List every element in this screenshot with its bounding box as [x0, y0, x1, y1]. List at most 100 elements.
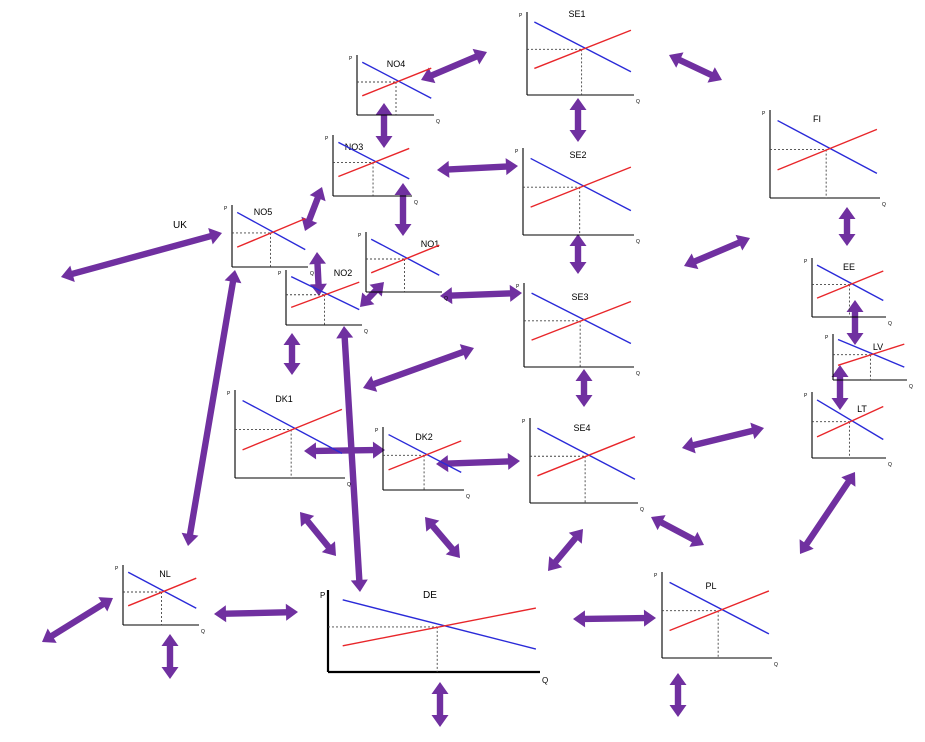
- market-label: PL: [705, 581, 716, 591]
- interconnector-arrow-se3-fi: [684, 234, 750, 270]
- price-axis-letter: P: [522, 419, 526, 425]
- quantity-axis-letter: Q: [888, 321, 892, 327]
- interconnector-arrow-nl-outside: [42, 597, 113, 643]
- quantity-axis-letter: Q: [882, 202, 886, 208]
- supply-curve: [531, 300, 632, 341]
- interconnector-arrow-dk1-de: [300, 512, 336, 556]
- price-axis-letter: P: [654, 573, 658, 579]
- market-label: LV: [873, 342, 883, 352]
- market-pl: PL P Q: [654, 572, 778, 668]
- demand-curve: [837, 338, 905, 368]
- quantity-axis-letter: Q: [364, 329, 368, 335]
- interconnector-arrow-nl-down: [161, 634, 179, 679]
- demand-curve: [669, 581, 770, 635]
- quantity-axis-letter: Q: [466, 494, 470, 500]
- quantity-axis-letter: Q: [888, 462, 892, 468]
- quantity-axis-letter: Q: [436, 119, 440, 125]
- market-se2: SE2 P Q: [515, 148, 640, 245]
- market-label: FI: [813, 114, 821, 124]
- price-axis-letter: P: [278, 271, 282, 277]
- supply-curve: [534, 29, 632, 70]
- quantity-axis-letter: Q: [640, 507, 644, 513]
- interconnector-arrow-no3-no1: [394, 183, 412, 236]
- interconnector-arrows: [42, 48, 864, 727]
- supply-curve: [388, 440, 462, 471]
- market-label: NO5: [254, 207, 273, 217]
- market-dk1: DK1 P Q: [227, 390, 351, 488]
- demand-curve: [370, 238, 440, 276]
- price-axis-letter: P: [320, 591, 325, 600]
- market-label: NO1: [421, 239, 440, 249]
- price-axis-letter: P: [516, 284, 520, 290]
- price-axis-letter: P: [227, 391, 231, 397]
- interconnector-arrow-no5-nl: [181, 270, 242, 546]
- quantity-axis-letter: Q: [636, 239, 640, 245]
- demand-curve: [777, 119, 878, 174]
- demand-curve: [534, 21, 632, 73]
- price-axis-letter: P: [762, 111, 766, 117]
- interconnector-arrow-fi-ee: [838, 207, 856, 246]
- supply-curve: [342, 607, 537, 647]
- interconnector-arrow-se4-lt: [682, 422, 764, 454]
- market-charts: SE1PQNO4PQSE2PQFIPQNO3PQUKNO5PQNO1PQNO2P…: [115, 9, 913, 685]
- price-axis-letter: P: [375, 428, 379, 434]
- interconnector-arrow-se3-se4: [575, 369, 593, 407]
- supply-curve: [816, 405, 884, 438]
- market-label: SE2: [569, 150, 586, 160]
- market-uk: UK: [173, 220, 187, 231]
- market-label: SE4: [573, 423, 590, 433]
- price-axis-letter: P: [115, 566, 119, 572]
- interconnector-arrow-dk1-dk2: [304, 441, 385, 460]
- market-label: NO3: [345, 142, 364, 152]
- market-label: EE: [843, 262, 855, 272]
- interconnector-arrow-lv-lt: [831, 365, 849, 410]
- supply-curve: [338, 147, 410, 178]
- market-label: SE1: [568, 9, 585, 19]
- quantity-axis-letter: Q: [636, 99, 640, 105]
- demand-curve: [290, 275, 360, 311]
- price-axis-letter: P: [519, 13, 523, 19]
- market-label: SE3: [571, 292, 588, 302]
- quantity-axis-letter: Q: [201, 629, 205, 635]
- market-label: UK: [173, 220, 187, 231]
- interconnector-arrow-no2-dk1: [283, 333, 301, 375]
- demand-curve: [342, 599, 537, 650]
- quantity-axis-letter: Q: [347, 482, 351, 488]
- interconnector-arrow-nl-de: [214, 603, 298, 623]
- market-fi: FI P Q: [762, 110, 886, 208]
- supply-curve: [530, 166, 632, 208]
- quantity-axis-letter: Q: [774, 662, 778, 668]
- interconnector-arrow-no4-se1: [421, 48, 487, 84]
- price-axis-letter: P: [224, 206, 228, 212]
- demand-curve: [816, 264, 884, 302]
- price-axis-letter: P: [515, 149, 519, 155]
- interconnector-arrow-se3-dk1: [363, 344, 474, 392]
- supply-curve: [816, 270, 884, 299]
- interconnector-arrow-de-pl: [573, 609, 656, 628]
- demand-curve: [816, 399, 884, 441]
- supply-curve: [290, 281, 360, 309]
- interconnector-arrow-no5-no2: [309, 252, 327, 296]
- demand-curve: [361, 61, 432, 99]
- interconnector-arrow-dk2-se4: [436, 452, 520, 473]
- supply-curve: [242, 408, 343, 451]
- interconnector-arrow-se1-fi: [669, 52, 722, 83]
- demand-curve: [531, 292, 632, 345]
- supply-curve: [361, 67, 432, 97]
- interconnector-arrow-dk2-de: [425, 517, 460, 558]
- demand-curve: [242, 399, 343, 454]
- market-label: DK1: [275, 394, 293, 404]
- interconnector-arrow-no1-se3: [440, 284, 522, 305]
- interconnector-arrow-de-down: [431, 682, 449, 727]
- market-label: LT: [857, 404, 867, 414]
- interconnector-arrow-no3-no5: [301, 187, 326, 231]
- market-label: DE: [423, 590, 437, 601]
- interconnector-arrow-lt-pl: [799, 472, 856, 554]
- interconnector-arrow-se1-se2: [569, 98, 587, 142]
- price-axis-letter: P: [804, 393, 808, 399]
